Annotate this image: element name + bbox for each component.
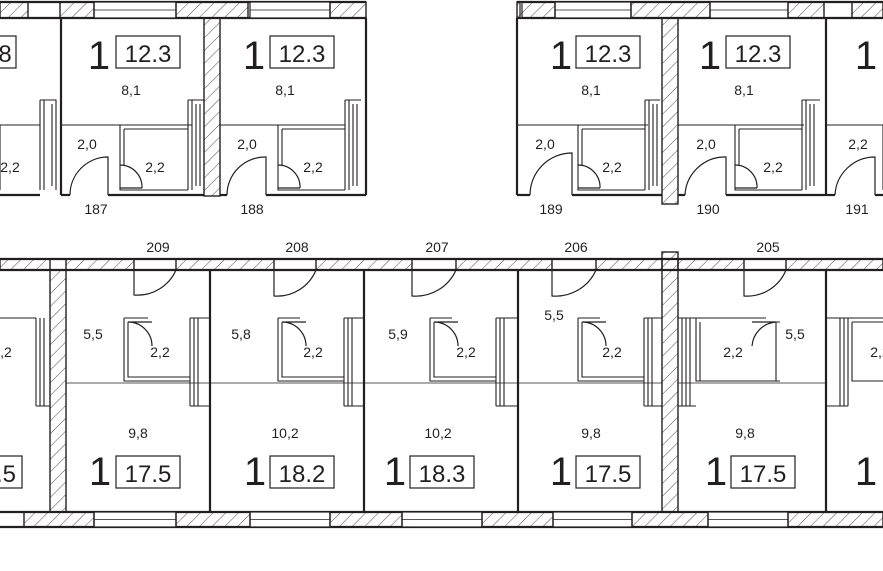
- bathroom-area: 2,2: [848, 136, 868, 152]
- room-count: 1: [384, 450, 406, 494]
- area-box: [409, 455, 475, 489]
- apartment-number: 190: [696, 201, 720, 217]
- area-box: [0, 35, 17, 69]
- bottom-bath-doors: [127, 321, 777, 347]
- top-entry-doors: [69, 152, 876, 196]
- area-box: [730, 455, 796, 489]
- hall-area: 5,9: [388, 326, 408, 342]
- area-box: [269, 455, 335, 489]
- bathroom-area: 2,2: [303, 344, 323, 360]
- bathroom-area: 2,2: [456, 344, 476, 360]
- area-value: 12.3: [125, 41, 172, 68]
- apartment-number: 188: [240, 201, 264, 217]
- hall-area: 2,0: [535, 136, 555, 152]
- room-count: 1: [88, 34, 110, 78]
- apartment-number: 189: [539, 201, 563, 217]
- main-room-area: 10,2: [271, 425, 298, 441]
- bathroom-area: ,2: [0, 344, 12, 360]
- apartment-number: 209: [146, 239, 170, 255]
- hall-area: 5,5: [785, 326, 805, 342]
- main-room-area: 9,8: [128, 425, 148, 441]
- main-room-area: 9,8: [581, 425, 601, 441]
- top-walls: [0, 17, 883, 205]
- room-count: 1: [243, 34, 265, 78]
- area-value: 17.5: [740, 461, 787, 488]
- bathroom-area: 2,2: [763, 159, 783, 175]
- main-room-area: 8,1: [581, 82, 601, 98]
- bathroom-area: 2,2: [870, 344, 883, 360]
- hall-area: 5,8: [231, 326, 251, 342]
- area-value: 12.3: [735, 41, 782, 68]
- room-count: 1: [705, 450, 727, 494]
- area-box: [575, 455, 641, 489]
- area-box: [575, 35, 641, 69]
- bathroom-area: 2,2: [602, 344, 622, 360]
- area-value: 8: [0, 41, 12, 68]
- apartment-number: 206: [564, 239, 588, 255]
- bottom-bathrooms: [0, 317, 883, 407]
- area-value: 18.2: [279, 461, 326, 488]
- main-room-area: 8,1: [275, 82, 295, 98]
- area-value: 12.3: [279, 41, 326, 68]
- hall-area: 2,0: [237, 136, 257, 152]
- room-count: 1: [855, 450, 877, 494]
- bathroom-area: 2,2: [0, 159, 20, 175]
- top-bathrooms: [0, 99, 883, 191]
- bathroom-area: 2,2: [723, 344, 743, 360]
- area-value: 18.3: [419, 461, 466, 488]
- area-box: [0, 455, 23, 489]
- room-count: 1: [699, 34, 721, 78]
- apartment-number: 207: [425, 239, 449, 255]
- hall-area: 2,0: [696, 136, 716, 152]
- area-value: 17.5: [125, 461, 172, 488]
- bathroom-area: 2,2: [303, 159, 323, 175]
- bathroom-area: 2,2: [602, 159, 622, 175]
- bathroom-area: 2,2: [145, 159, 165, 175]
- main-room-area: 10,2: [424, 425, 451, 441]
- area-box: [115, 35, 181, 69]
- top-facade: [0, 0, 883, 20]
- bottom-entry-doors: [133, 269, 787, 297]
- room-count: 1: [89, 450, 111, 494]
- apartment-number: 191: [845, 201, 869, 217]
- room-count: 1: [855, 34, 877, 78]
- bottom-walls: [49, 251, 828, 513]
- apartment-number: 205: [756, 239, 780, 255]
- room-count: 1: [550, 34, 572, 78]
- corridor-wall: [0, 257, 883, 272]
- room-count: 1: [550, 450, 572, 494]
- area-value: 17.5: [585, 461, 632, 488]
- area-box: [115, 455, 181, 489]
- main-room-area: 8,1: [734, 82, 754, 98]
- apartment-number: 187: [84, 201, 108, 217]
- main-room-area: 9,8: [735, 425, 755, 441]
- top-bath-doors: [119, 164, 758, 189]
- hall-area: 5,5: [544, 307, 564, 323]
- area-value: .5: [0, 461, 16, 488]
- hall-area: 5,5: [83, 326, 103, 342]
- bathroom-area: 2,2: [150, 344, 170, 360]
- apartment-number: 208: [285, 239, 309, 255]
- area-box: [269, 35, 335, 69]
- bottom-facade: [0, 510, 883, 529]
- main-room-area: 8,1: [121, 82, 141, 98]
- area-value: 12.3: [585, 41, 632, 68]
- hall-area: 2,0: [77, 136, 97, 152]
- area-box: [725, 35, 791, 69]
- room-count: 1: [244, 450, 266, 494]
